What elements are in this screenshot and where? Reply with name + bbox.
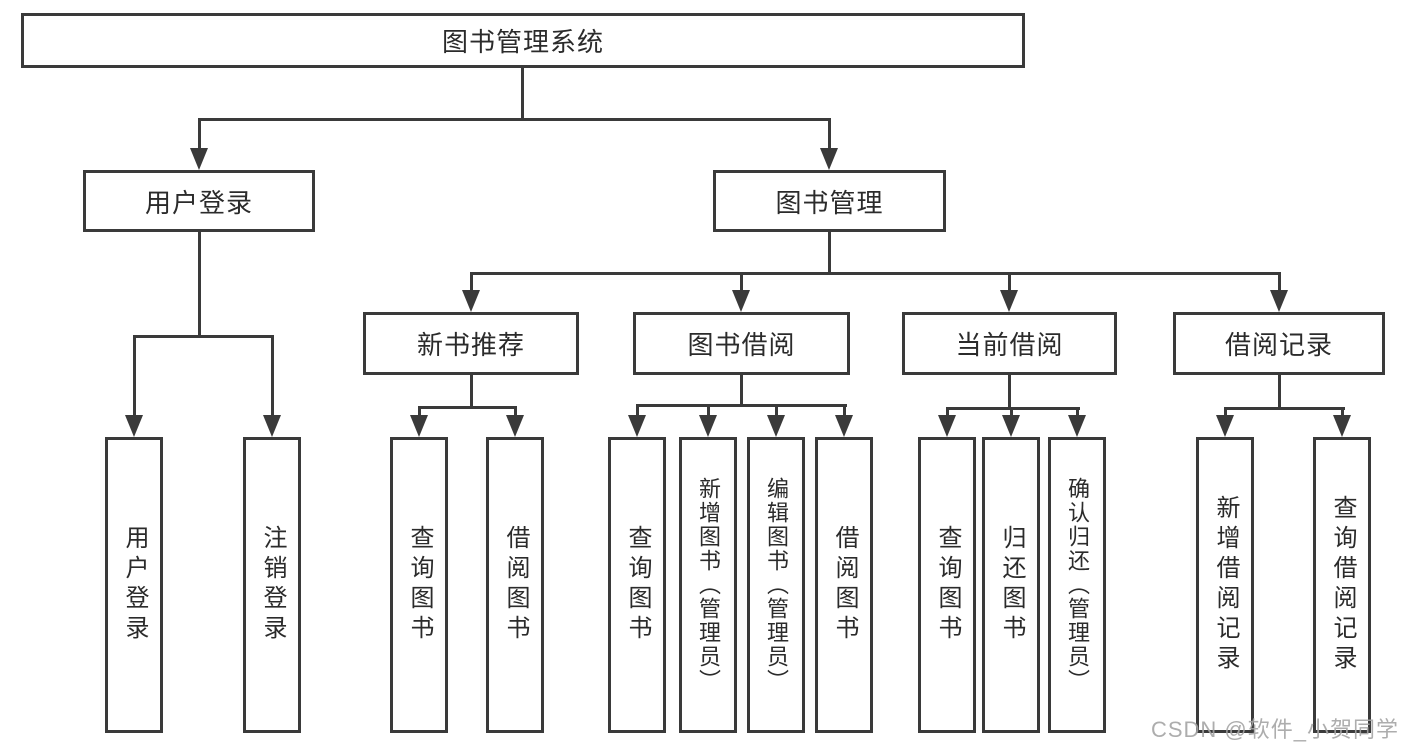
- arrow-down-icon: [767, 415, 785, 437]
- arrow-down-icon: [1002, 415, 1020, 437]
- connector-line: [946, 407, 949, 419]
- connector-line: [775, 404, 778, 418]
- connector-line: [470, 272, 473, 294]
- node-label: 用户登录: [144, 187, 253, 218]
- connector-line: [470, 272, 1281, 275]
- node-label: 确认归还（管理员）: [1065, 477, 1090, 693]
- connector-line: [198, 118, 201, 154]
- arrow-down-icon: [1270, 290, 1288, 312]
- arrow-down-icon: [462, 290, 480, 312]
- connector-line: [521, 68, 524, 120]
- node-leaf-query-books-1: 查询图书: [390, 437, 448, 733]
- node-label: 图书管理系统: [441, 27, 604, 57]
- arrow-down-icon: [125, 415, 143, 437]
- arrow-down-icon: [699, 415, 717, 437]
- node-label: 新增借阅记录: [1212, 495, 1239, 675]
- connector-line: [636, 404, 639, 418]
- connector-line: [1224, 407, 1345, 410]
- connector-line: [133, 335, 136, 421]
- node-label: 注销登录: [259, 525, 286, 645]
- node-label: 图书借阅: [687, 330, 796, 360]
- node-root-library-system: 图书管理系统: [21, 13, 1025, 68]
- connector-line: [1278, 375, 1281, 407]
- connector-line: [828, 232, 831, 272]
- connector-line: [828, 118, 831, 154]
- connector-line: [418, 406, 517, 409]
- connector-line: [1278, 272, 1281, 294]
- connector-line: [1341, 407, 1344, 419]
- node-label: 新书推荐: [416, 330, 525, 360]
- connector-line: [843, 404, 846, 418]
- connector-line: [1008, 272, 1011, 294]
- connector-line: [740, 375, 743, 404]
- arrow-down-icon: [190, 148, 208, 170]
- node-leaf-borrow-books-2: 借阅图书: [815, 437, 873, 733]
- node-borrowing-records: 借阅记录: [1173, 312, 1385, 375]
- node-leaf-logout: 注销登录: [243, 437, 301, 733]
- arrow-down-icon: [1068, 415, 1086, 437]
- node-label: 查询图书: [934, 525, 961, 645]
- connector-line: [271, 335, 274, 421]
- node-label: 编辑图书（管理员）: [764, 477, 789, 693]
- node-label: 当前借阅: [955, 330, 1064, 360]
- connector-line: [740, 272, 743, 294]
- connector-line: [1010, 407, 1013, 419]
- node-leaf-add-borrow-record: 新增借阅记录: [1196, 437, 1254, 733]
- connector-line: [1224, 407, 1227, 419]
- connector-line: [946, 407, 1080, 410]
- node-leaf-borrow-books-1: 借阅图书: [486, 437, 544, 733]
- node-book-borrowing: 图书借阅: [633, 312, 850, 375]
- node-label: 归还图书: [998, 525, 1025, 645]
- connector-line: [514, 406, 517, 420]
- node-leaf-query-borrow-record: 查询借阅记录: [1313, 437, 1371, 733]
- arrow-down-icon: [1000, 290, 1018, 312]
- node-label: 查询借阅记录: [1329, 495, 1356, 675]
- node-label: 查询图书: [406, 525, 433, 645]
- node-leaf-return-books: 归还图书: [982, 437, 1040, 733]
- node-label: 借阅记录: [1224, 330, 1333, 360]
- node-book-management: 图书管理: [713, 170, 946, 232]
- node-label: 图书管理: [775, 187, 884, 218]
- connector-line: [470, 375, 473, 406]
- connector-line: [707, 404, 710, 418]
- connector-line: [198, 118, 831, 121]
- arrow-down-icon: [263, 415, 281, 437]
- connector-line: [418, 406, 421, 420]
- arrow-down-icon: [1333, 415, 1351, 437]
- node-leaf-user-login: 用户登录: [105, 437, 163, 733]
- node-user-login: 用户登录: [83, 170, 315, 232]
- node-leaf-query-books-3: 查询图书: [918, 437, 976, 733]
- node-label: 借阅图书: [502, 525, 529, 645]
- connector-line: [133, 335, 274, 338]
- node-label: 查询图书: [624, 525, 651, 645]
- node-leaf-add-book-admin: 新增图书（管理员）: [679, 437, 737, 733]
- arrow-down-icon: [835, 415, 853, 437]
- arrow-down-icon: [410, 415, 428, 437]
- node-leaf-confirm-return-admin: 确认归还（管理员）: [1048, 437, 1106, 733]
- arrow-down-icon: [1216, 415, 1234, 437]
- connector-line: [1076, 407, 1079, 419]
- connector-line: [198, 232, 201, 335]
- connector-line: [636, 404, 847, 407]
- node-label: 借阅图书: [831, 525, 858, 645]
- arrow-down-icon: [820, 148, 838, 170]
- arrow-down-icon: [506, 415, 524, 437]
- node-leaf-edit-book-admin: 编辑图书（管理员）: [747, 437, 805, 733]
- node-leaf-query-books-2: 查询图书: [608, 437, 666, 733]
- connector-line: [1008, 375, 1011, 407]
- arrow-down-icon: [732, 290, 750, 312]
- watermark: CSDN @软件_小贺同学: [1150, 717, 1399, 742]
- node-new-book-recommend: 新书推荐: [363, 312, 579, 375]
- node-label: 新增图书（管理员）: [696, 477, 721, 693]
- node-label: 用户登录: [121, 525, 148, 645]
- arrow-down-icon: [628, 415, 646, 437]
- node-current-borrowing: 当前借阅: [902, 312, 1117, 375]
- arrow-down-icon: [938, 415, 956, 437]
